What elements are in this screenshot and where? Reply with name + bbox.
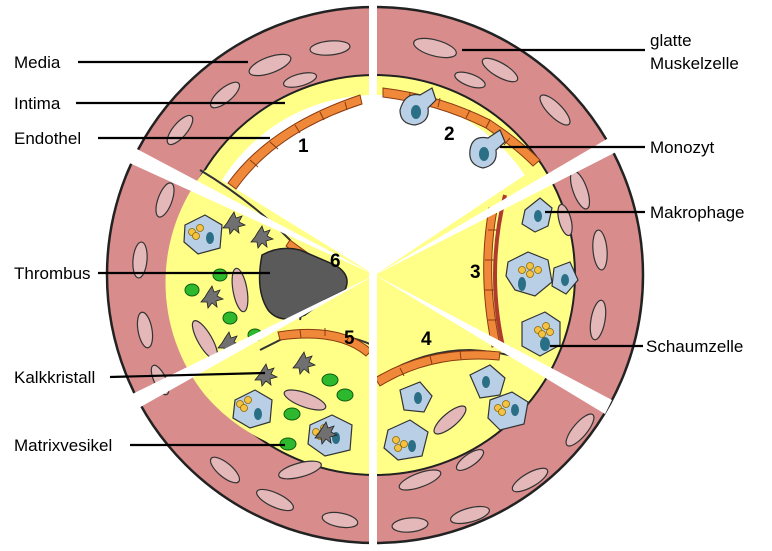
label-endothel: Endothel: [14, 129, 81, 148]
label-media: Media: [14, 53, 61, 72]
stage-number-1: 1: [298, 136, 309, 157]
label-muskelzelle: Muskelzelle: [650, 54, 739, 73]
label-thrombus: Thrombus: [14, 264, 91, 283]
label-kalkkristall: Kalkkristall: [14, 368, 95, 387]
label-glatte: glatte: [650, 31, 692, 50]
stage-number-5: 5: [344, 328, 355, 349]
label-matrixvesikel: Matrixvesikel: [14, 436, 112, 455]
label-makrophage: Makrophage: [650, 203, 745, 222]
label-intima: Intima: [14, 94, 61, 113]
stage-number-6: 6: [330, 251, 341, 272]
stage-number-3: 3: [470, 262, 481, 283]
label-monozyt: Monozyt: [650, 138, 715, 157]
stage-number-4: 4: [421, 329, 432, 350]
label-schaumzelle: Schaumzelle: [646, 337, 743, 356]
stage-number-2: 2: [444, 124, 455, 145]
